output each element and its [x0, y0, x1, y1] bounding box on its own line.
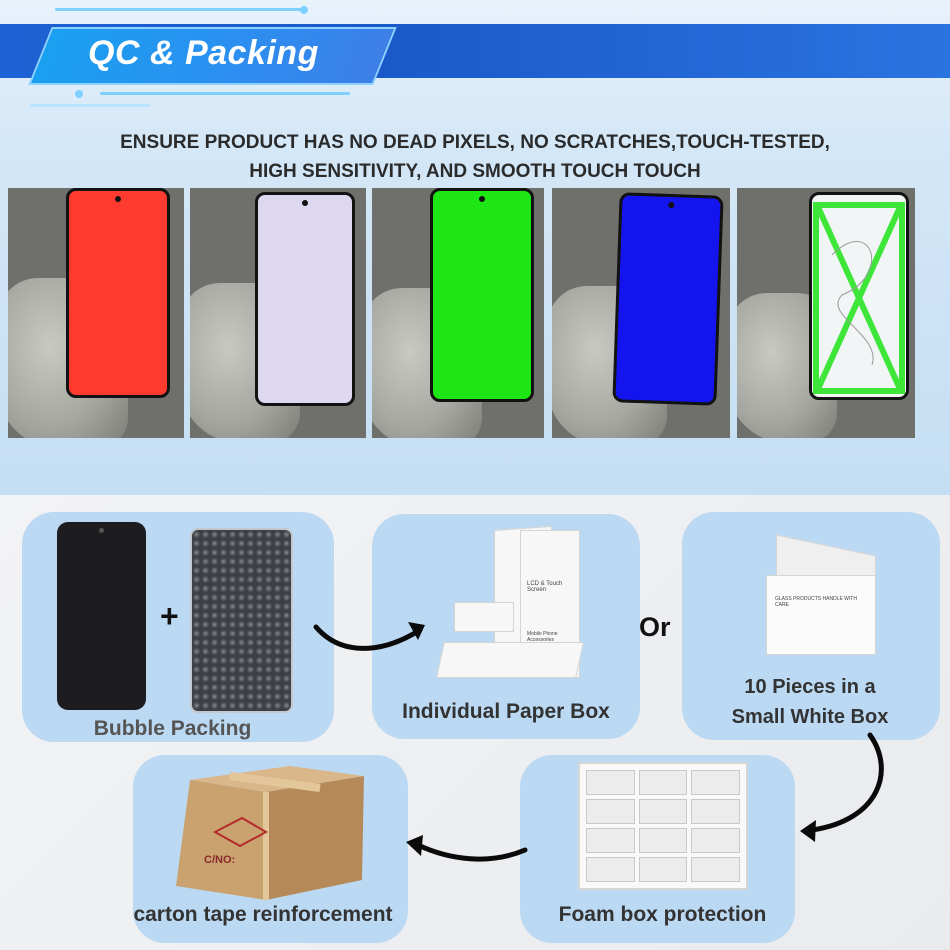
box-body: GLASS PRODUCTS HANDLE WITH CARE: [766, 575, 876, 655]
carton-box-icon: [176, 766, 364, 900]
headline-line-2: HIGH SENSITIVITY, AND SMOOTH TOUCH TOUCH: [249, 161, 701, 182]
headline-line-1: ENSURE PRODUCT HAS NO DEAD PIXELS, NO SC…: [120, 132, 830, 153]
white-box-label-line2: Small White Box: [731, 706, 889, 728]
foam-box-image: [578, 762, 748, 890]
paper-box-image: LCD & Touch Screen Mobile Phone Accessor…: [436, 520, 600, 685]
carton-box-image: C/NO:: [170, 762, 370, 902]
red-screen-test: [8, 188, 184, 438]
paper-box-label: Individual Paper Box: [402, 700, 610, 723]
white-screen-test: [190, 188, 366, 438]
bubble-wrap-bag: [190, 528, 293, 713]
qc-section: QC & Packing ENSURE PRODUCT HAS NO DEAD …: [0, 0, 950, 495]
touch-test-screen: [737, 188, 915, 438]
black-phone: [57, 522, 146, 710]
box-stack: [454, 602, 514, 632]
decorative-dot: [300, 6, 308, 14]
page-title: QC & Packing: [88, 34, 319, 72]
white-box-label-line1: 10 Pieces in a: [744, 676, 876, 698]
arrow-to-carton: [415, 842, 528, 862]
or-text: Or: [639, 612, 671, 642]
carton-label: carton tape reinforcement: [133, 903, 393, 926]
carton-mark: C/NO:: [204, 854, 236, 866]
arrow-head: [800, 820, 816, 842]
arrow-to-paper-box: [313, 624, 423, 651]
test-phone: [66, 188, 170, 398]
touch-test-pattern: [813, 202, 905, 394]
arrow-to-foam-box: [809, 732, 884, 833]
white-box-image: GLASS PRODUCTS HANDLE WITH CARE: [748, 515, 888, 665]
test-phone: [809, 192, 909, 400]
qc-headline: ENSURE PRODUCT HAS NO DEAD PIXELS, NO SC…: [40, 128, 910, 186]
test-phone: [430, 188, 534, 402]
plus-sign: +: [160, 598, 179, 634]
decorative-line: [55, 8, 305, 11]
blue-screen-test: [552, 188, 730, 438]
arrow-head: [406, 835, 423, 856]
decorative-line: [30, 104, 150, 107]
arrow-head: [408, 622, 425, 640]
test-phone: [255, 192, 355, 406]
decorative-line: [100, 92, 350, 95]
white-box-label: 10 Pieces in a Small White Box: [690, 672, 930, 732]
foam-box-label: Foam box protection: [558, 903, 767, 926]
green-screen-test: [372, 188, 544, 438]
bubble-packing-label: Bubble Packing: [93, 717, 252, 740]
decorative-dot: [75, 90, 83, 98]
